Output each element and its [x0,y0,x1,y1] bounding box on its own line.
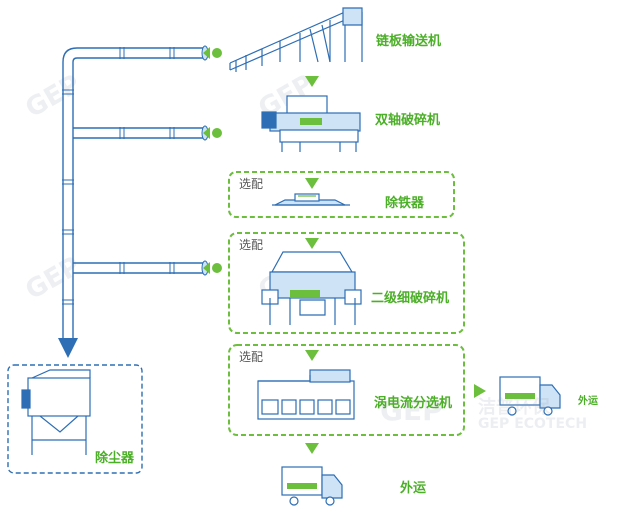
flow-down-arrow-icon [305,76,319,87]
chain-conveyor-machine [229,7,363,72]
optional-box-iron-remover [228,171,455,218]
secondary-crusher-machine [261,251,362,325]
label-optional-1: 选配 [239,177,264,191]
label-optional-2: 选配 [239,238,264,252]
flow-right-arrow-icon [474,384,486,398]
dust-collector-machine [21,369,91,455]
svg-text:GEP: GEP [380,394,443,427]
label-dust-collector: 除尘器 [95,451,135,466]
label-eddy-current-separator: 涡电流分选机 [374,396,453,411]
suction-arrow-conveyor-icon [203,47,222,59]
twin-shaft-shredder-machine [261,95,361,152]
svg-text:GEP: GEP [21,69,86,124]
suction-points [203,47,222,274]
iron-remover-machine [272,193,350,206]
truck-right-icon [499,376,561,416]
flow-down-arrow-icon [305,178,319,189]
truck-bottom-icon [281,466,343,506]
dust-collector-box [7,364,143,474]
label-outbound-right: 外运 [578,396,598,407]
label-outbound-bottom: 外运 [400,481,427,496]
eddy-current-separator-machine [257,369,355,420]
dust-duct-system [62,47,205,340]
label-optional-3: 选配 [239,350,264,364]
label-secondary-crusher: 二级细破碎机 [371,291,450,306]
flow-arrows [305,76,486,454]
flow-down-arrow-icon [305,443,319,454]
duct-down-arrow-icon [58,338,78,358]
suction-arrow-shredder-icon [203,127,222,139]
optional-box-eddy-current-separator [228,344,465,436]
flow-down-arrow-icon [305,350,319,361]
label-chain-conveyor: 链板输送机 [376,34,442,49]
flow-down-arrow-icon [305,238,319,249]
duct-flanges [201,45,209,276]
label-twin-shaft-shredder: 双轴破碎机 [375,113,441,128]
suction-arrow-crusher-icon [203,262,222,274]
svg-text:GEP: GEP [21,251,86,306]
optional-box-secondary-crusher [228,232,465,334]
label-iron-remover: 除铁器 [385,196,425,211]
